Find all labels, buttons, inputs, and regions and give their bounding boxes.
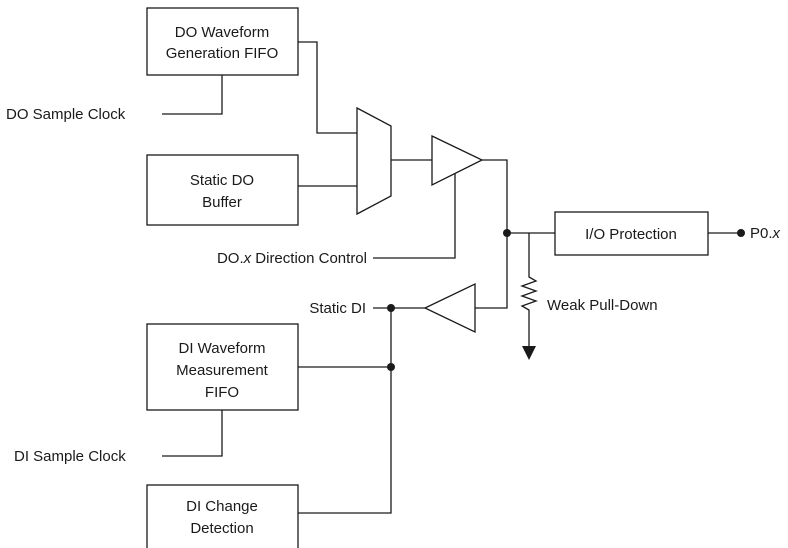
do-waveform-fifo-block: DO Waveform Generation FIFO bbox=[146, 7, 299, 76]
direction-control-suffix: Direction Control bbox=[251, 250, 367, 267]
io-protection-block: I/O Protection bbox=[554, 211, 709, 256]
io-protection-label: I/O Protection bbox=[585, 226, 677, 243]
wire-buffer-to-node bbox=[482, 159, 508, 233]
do-sample-clock-label: DO Sample Clock bbox=[6, 106, 126, 123]
do-fifo-label-line1: DO Waveform bbox=[175, 24, 269, 41]
wire-do-fifo-to-mux bbox=[298, 41, 357, 134]
wires bbox=[162, 41, 740, 514]
di-sample-clock-label: DI Sample Clock bbox=[14, 448, 126, 465]
output-buffer-triangle bbox=[431, 134, 484, 187]
static-do-label-line2: Buffer bbox=[202, 194, 242, 211]
wire-node-to-input-buffer bbox=[475, 233, 508, 309]
multiplexer bbox=[356, 106, 392, 216]
di-fifo-label-line3: FIFO bbox=[205, 384, 239, 401]
di-fifo-label-line2: Measurement bbox=[176, 362, 269, 379]
wire-di-sample-clock bbox=[162, 410, 223, 457]
di-change-label-line1: DI Change bbox=[186, 498, 258, 515]
ground-arrow bbox=[522, 346, 536, 360]
pin-var: x bbox=[772, 225, 781, 242]
di-waveform-fifo-block: DI Waveform Measurement FIFO bbox=[146, 323, 299, 411]
wire-direction-control bbox=[373, 173, 456, 259]
static-di-label: Static DI bbox=[309, 300, 366, 317]
di-change-detection-block: DI Change Detection bbox=[146, 484, 299, 548]
junction-main-node bbox=[503, 229, 511, 237]
di-fifo-label-line1: DI Waveform bbox=[179, 340, 266, 357]
wire-di-bus bbox=[298, 308, 392, 514]
di-change-label-line2: Detection bbox=[190, 520, 253, 537]
pin-terminal-dot bbox=[737, 229, 745, 237]
junction-static-di bbox=[387, 304, 395, 312]
static-do-buffer-block: Static DO Buffer bbox=[146, 154, 299, 226]
direction-control-prefix: DO. bbox=[217, 250, 244, 267]
direction-control-label: DO.x Direction Control bbox=[217, 250, 367, 267]
input-buffer-triangle bbox=[423, 282, 476, 334]
pin-label: P0.x bbox=[750, 225, 781, 242]
direction-control-var: x bbox=[243, 250, 252, 267]
pin-prefix: P0. bbox=[750, 225, 773, 242]
do-fifo-label-line2: Generation FIFO bbox=[166, 45, 279, 62]
static-do-label-line1: Static DO bbox=[190, 172, 254, 189]
junction-di-fifo bbox=[387, 363, 395, 371]
weak-pull-down-label: Weak Pull-Down bbox=[547, 297, 658, 314]
wire-pull-down bbox=[520, 233, 538, 348]
wire-do-sample-clock bbox=[162, 75, 223, 115]
